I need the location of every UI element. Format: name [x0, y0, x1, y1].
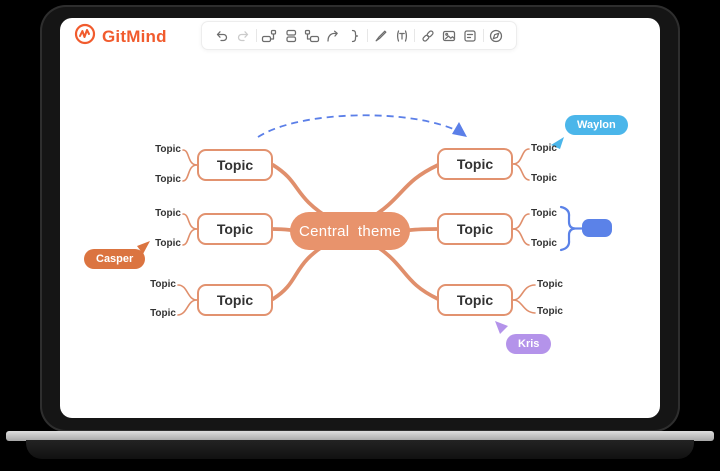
image-icon[interactable]	[440, 27, 458, 45]
subtopic-label[interactable]: Topic	[531, 238, 557, 249]
toolbar-separator	[367, 29, 368, 42]
redo-icon[interactable]	[234, 27, 252, 45]
central-theme-node[interactable]: Central theme	[290, 212, 410, 250]
subtopic-label[interactable]: Topic	[537, 306, 563, 317]
subtopic-label[interactable]: Topic	[155, 238, 181, 249]
gitmind-logo-icon	[74, 23, 96, 50]
summary-icon[interactable]	[346, 27, 364, 45]
subtopic-label[interactable]: Topic	[155, 208, 181, 219]
insert-child-topic-icon[interactable]	[282, 27, 300, 45]
subtopic-label[interactable]: Topic	[531, 173, 557, 184]
toolbar	[201, 21, 517, 50]
subtopic-label[interactable]: Topic	[150, 279, 176, 290]
collaborator-tag-waylon: Waylon	[565, 115, 628, 135]
toolbar-separator	[255, 29, 257, 42]
subtopic-label[interactable]: Topic	[531, 208, 557, 219]
overview-icon[interactable]	[487, 27, 505, 45]
toolbar-separator	[414, 29, 416, 42]
gitmind-logo[interactable]: GitMind	[74, 23, 167, 50]
app-name: GitMind	[102, 26, 167, 46]
topic-node-right-top[interactable]: Topic	[437, 148, 513, 180]
laptop-base	[26, 440, 694, 459]
collaborator-tag-kris: Kris	[506, 334, 552, 354]
relationship-icon[interactable]	[324, 27, 342, 45]
topic-node-left-middle[interactable]: Topic	[197, 213, 273, 245]
style-brush-icon[interactable]	[371, 27, 389, 45]
subtopic-label[interactable]: Topic	[155, 144, 181, 155]
undo-icon[interactable]	[213, 27, 231, 45]
text-icon[interactable]	[393, 27, 411, 45]
subtopic-label[interactable]: Topic	[155, 174, 181, 185]
link-icon[interactable]	[419, 27, 437, 45]
subtopic-label[interactable]: Topic	[150, 308, 176, 319]
topic-node-left-top[interactable]: Topic	[197, 149, 273, 181]
collaborator-tag-casper: Casper	[84, 249, 146, 269]
toolbar-separator	[482, 29, 484, 42]
insert-parent-topic-icon[interactable]	[303, 27, 321, 45]
comment-icon[interactable]	[461, 27, 479, 45]
topic-node-right-middle[interactable]: Topic	[437, 213, 513, 245]
summary-node[interactable]	[582, 219, 612, 237]
laptop-hinge-deck	[6, 431, 714, 441]
topic-node-left-bottom[interactable]: Topic	[197, 284, 273, 316]
insert-sibling-topic-icon[interactable]	[260, 27, 278, 45]
topic-node-right-bottom[interactable]: Topic	[437, 284, 513, 316]
subtopic-label[interactable]: Topic	[531, 143, 557, 154]
subtopic-label[interactable]: Topic	[537, 279, 563, 290]
